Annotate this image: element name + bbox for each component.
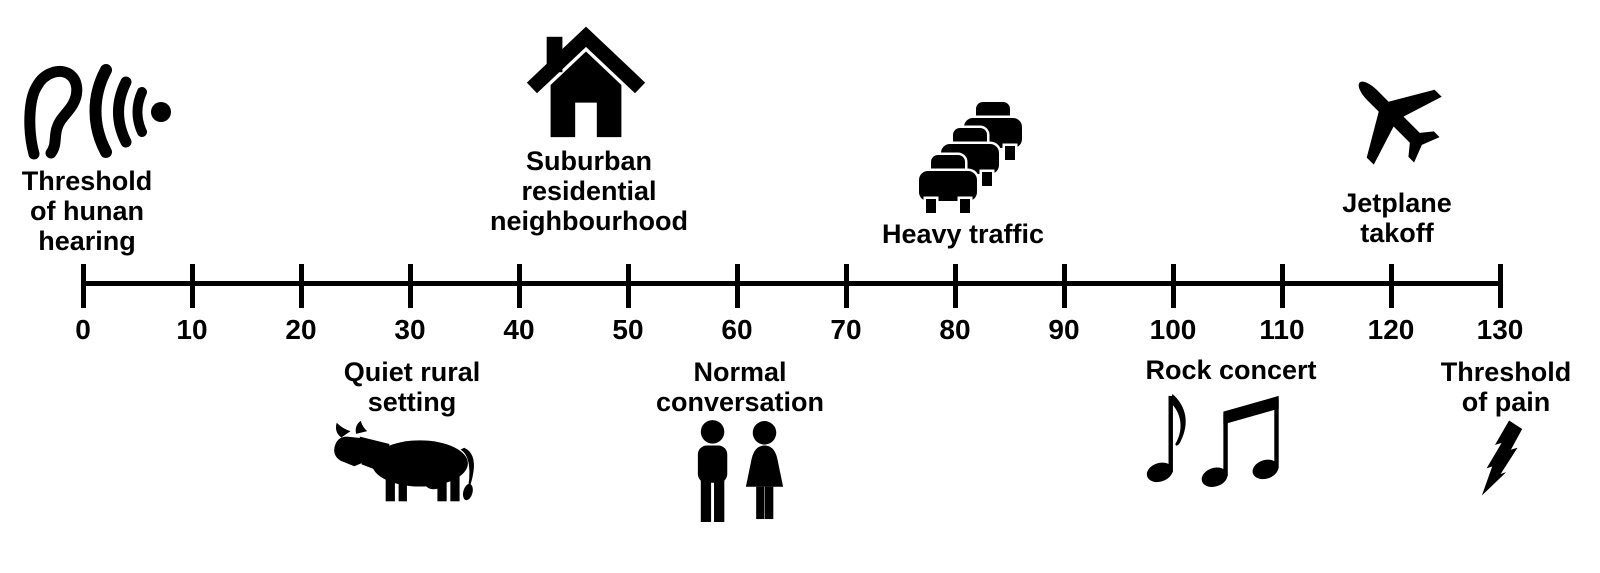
axis-tick	[625, 264, 631, 308]
lightning-bolt-icon	[1481, 420, 1523, 496]
airplane-icon	[1358, 81, 1442, 165]
axis-line	[83, 281, 1500, 286]
label-line: Threshold	[1440, 357, 1572, 387]
axis-tick	[1388, 264, 1394, 308]
axis-tick	[952, 264, 958, 308]
axis-tick-label: 40	[503, 314, 535, 345]
axis-tick	[189, 264, 195, 308]
label-normal-conversation: Normal conversation	[656, 357, 824, 417]
axis-tick	[407, 264, 413, 308]
label-line: conversation	[655, 387, 825, 418]
ear-icon	[24, 66, 83, 160]
axis-tick	[1061, 264, 1067, 308]
axis-tick-label: 50	[612, 314, 644, 345]
label-suburban-neighbourhood: Suburban residential neighbourhood	[490, 146, 688, 237]
label-line: hearing	[38, 226, 136, 257]
cow-icon	[334, 420, 474, 502]
axis-tick	[734, 264, 740, 308]
axis-tick	[1170, 264, 1176, 308]
sound-waves-icon	[89, 64, 171, 158]
axis-tick	[1279, 264, 1285, 308]
axis-tick	[298, 264, 304, 308]
house-icon	[526, 26, 646, 138]
label-line: Threshold	[21, 166, 153, 196]
label-line: Jetplane	[1342, 188, 1452, 218]
label-heavy-traffic: Heavy traffic	[882, 219, 1044, 249]
label-line: Normal	[693, 357, 787, 387]
axis-tick	[843, 264, 849, 308]
music-notes-icon	[1146, 393, 1279, 487]
axis-tick-label: 130	[1476, 314, 1524, 345]
label-line: of hunan	[30, 196, 144, 227]
label-line: Heavy traffic	[881, 219, 1045, 249]
label-rock-concert: Rock concert	[1145, 355, 1316, 385]
eighth-note-icon	[1146, 393, 1186, 483]
label-line: neighbourhood	[490, 206, 688, 237]
axis-tick-label: 100	[1149, 314, 1197, 345]
beamed-notes-icon	[1201, 395, 1279, 487]
label-line: residential	[521, 176, 657, 207]
label-jetplane-takoff: Jetplane takoff	[1342, 188, 1452, 248]
label-line: Rock concert	[1145, 355, 1317, 385]
label-line: takoff	[1360, 218, 1434, 249]
axis-tick-label: 110	[1259, 314, 1305, 345]
label-quiet-rural-setting: Quiet rural setting	[344, 357, 481, 417]
label-line: Suburban	[525, 146, 652, 176]
axis-tick-label: 70	[830, 314, 862, 345]
axis-tick-label: 0	[75, 314, 91, 345]
man-woman-icon	[697, 420, 784, 522]
axis-tick-label: 10	[176, 314, 208, 345]
axis-tick-label: 80	[939, 314, 971, 345]
axis-tick-label: 120	[1367, 314, 1415, 345]
axis-tick-label: 90	[1048, 314, 1080, 345]
axis-tick	[80, 264, 86, 308]
label-line: of pain	[1461, 387, 1551, 418]
label-threshold-of-hearing: Threshold of hunan hearing	[22, 166, 153, 257]
man-icon	[697, 420, 728, 522]
axis-tick-label: 60	[721, 314, 753, 345]
axis-tick-label: 30	[394, 314, 426, 345]
label-line: setting	[367, 387, 457, 418]
ear-with-sound-waves-icon	[24, 64, 171, 160]
label-line: Quiet rural	[343, 357, 481, 387]
axis-tick-label: 20	[285, 314, 317, 345]
axis-tick	[1497, 264, 1503, 308]
axis-tick	[516, 264, 522, 308]
traffic-cars-icon	[918, 102, 1023, 217]
woman-icon	[745, 421, 784, 520]
label-threshold-of-pain: Threshold of pain	[1441, 357, 1572, 417]
